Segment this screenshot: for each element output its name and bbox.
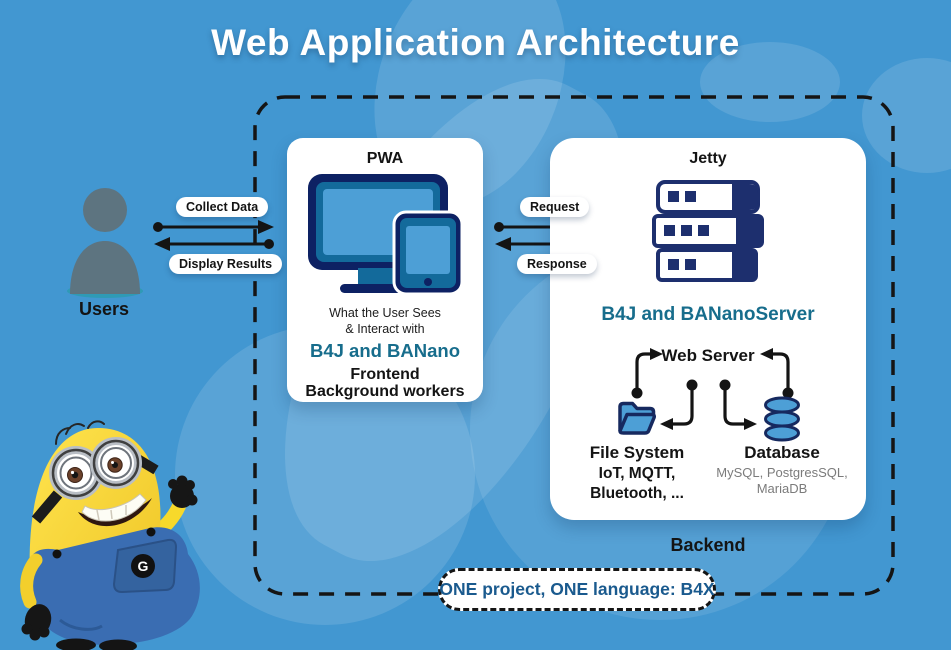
collect-data-pill: Collect Data <box>176 197 269 217</box>
footer-badge: ONE project, ONE language: B4X <box>438 568 716 611</box>
folder-icon <box>618 401 657 435</box>
jetty-card: Jetty B4J and BANanoServer Web Server <box>550 138 866 520</box>
devices-monitor-tablet-icon <box>308 174 464 296</box>
database-cylinders-icon <box>764 396 800 442</box>
users-label: Users <box>78 299 130 319</box>
footer-badge-label: ONE project, ONE language: B4X <box>439 579 715 599</box>
database-engines-line1: MySQL, PostgresSQL, <box>716 465 848 480</box>
web-server-flow-arrows <box>631 348 794 430</box>
file-system-protocols-line2: Bluetooth, ... <box>590 485 684 502</box>
pwa-description-line1: What the User Sees <box>329 306 441 320</box>
request-label: Request <box>530 200 580 214</box>
request-pill: Request <box>520 197 590 217</box>
web-server-label: Web Server <box>661 346 755 365</box>
file-system-protocols-line1: IoT, MQTT, <box>598 465 676 482</box>
jetty-technology-label: B4J and BANanoServer <box>601 304 815 325</box>
page-title: Web Application Architecture <box>211 22 740 63</box>
pwa-role-line2: Background workers <box>305 383 465 400</box>
display-results-label: Display Results <box>179 257 273 271</box>
server-stack-icon <box>652 180 764 282</box>
users-pwa-arrows <box>153 220 274 251</box>
pwa-card-title: PWA <box>366 150 404 167</box>
response-label: Response <box>527 257 587 271</box>
minion-character: G <box>20 420 200 650</box>
response-pill: Response <box>517 254 597 274</box>
jetty-card-title: Jetty <box>689 150 727 167</box>
file-system-label: File System <box>589 443 685 462</box>
pwa-role-line1: Frontend <box>350 366 420 383</box>
minion-logo-letter: G <box>138 558 149 574</box>
display-results-pill: Display Results <box>169 254 283 274</box>
backend-label: Backend <box>670 535 746 555</box>
pwa-technology-label: B4J and BANano <box>309 340 461 361</box>
person-silhouette-icon <box>67 188 143 298</box>
database-label: Database <box>744 443 820 462</box>
backend-dashed-border <box>253 95 895 596</box>
pwa-description-line2: & Interact with <box>345 322 425 336</box>
collect-data-label: Collect Data <box>186 200 259 214</box>
pwa-card: PWA What the User Sees & Interact with B… <box>287 138 483 402</box>
database-engines-line2: MariaDB <box>756 481 808 496</box>
